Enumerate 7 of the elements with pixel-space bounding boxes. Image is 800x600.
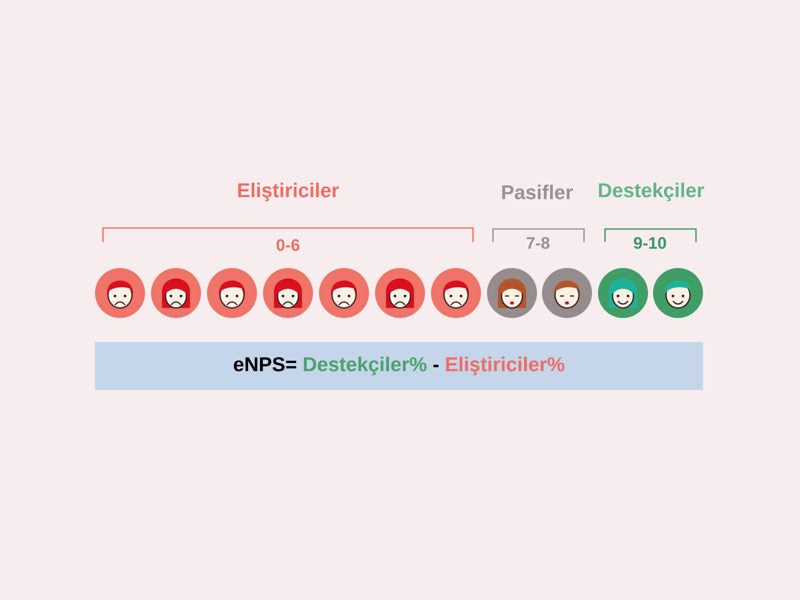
formula-band: eNPS= Destekçiler% - Eliştiriciler%: [95, 342, 703, 390]
score-range: 9-10: [634, 237, 666, 249]
group-heading: Eliştiriciler: [238, 182, 339, 202]
group-heading: Pasifler: [502, 184, 573, 200]
group-heading: Destekçiler: [598, 182, 704, 202]
score-range: 0-6: [276, 239, 300, 251]
score-range: 7-8: [526, 237, 550, 249]
